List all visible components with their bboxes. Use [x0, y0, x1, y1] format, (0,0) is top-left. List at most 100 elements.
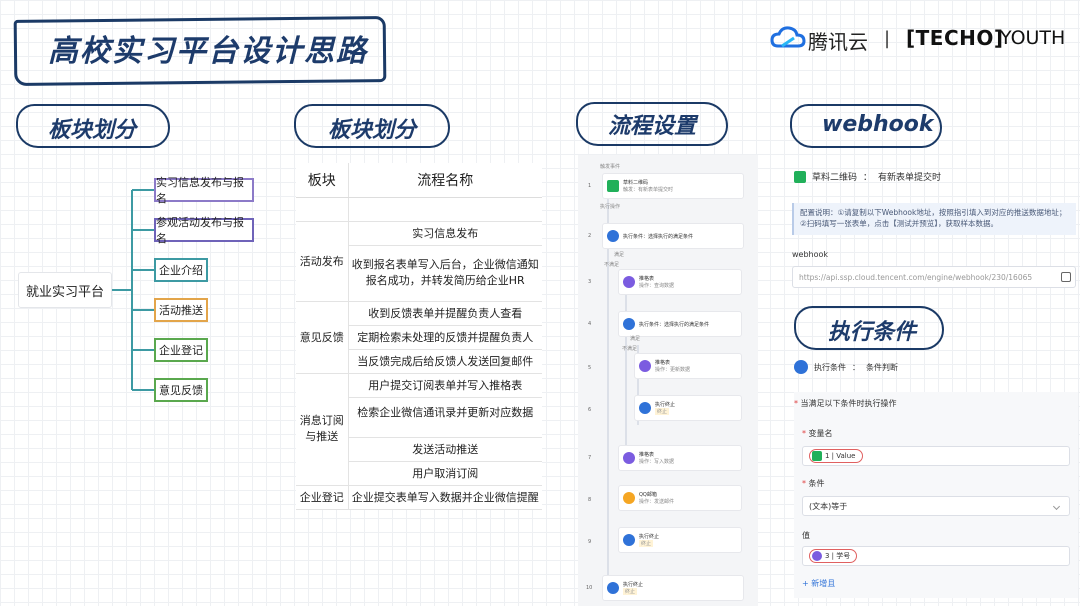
stop-icon: [639, 402, 651, 414]
mindmap-node-internship: 实习信息发布与报名: [154, 176, 254, 205]
table-cell: 检索企业微信通讯录并更新对应数据: [348, 397, 542, 438]
process-table: 板块 流程名称 活动发布 实习信息发布 收到报名表单写入后台，企业微信通知报名成…: [296, 163, 542, 510]
section-frame-3: [576, 102, 728, 146]
flow-step-qq-mail[interactable]: QQ邮箱操作：发送邮件: [618, 485, 742, 511]
condition-icon: [623, 318, 635, 330]
table-cell: 实习信息发布: [348, 221, 542, 246]
webhook-label: webhook: [792, 250, 829, 259]
var-name-field[interactable]: 1 | Value: [802, 446, 1070, 466]
step-number: 5: [588, 365, 592, 371]
value-field[interactable]: 3 | 学号: [802, 546, 1070, 566]
table-cell: 企业提交表单写入数据并企业微信提醒: [348, 485, 542, 510]
mindmap-connectors: [112, 189, 154, 391]
tencent-cloud-icon: [770, 26, 806, 48]
section-title-1: 板块划分: [48, 118, 137, 143]
condition-header: 执行条件 ： 条件判断: [794, 360, 898, 374]
branch-yes: 满足: [630, 336, 641, 342]
section-frame-2: [294, 104, 450, 148]
flow-panel: 触发事件 1 草料二维码触发：有新表单提交时 执行操作 2 执行条件：选择执行的…: [578, 155, 758, 606]
table-cell: 定期检索未处理的反馈并提醒负责人: [348, 325, 542, 350]
webhook-config-info: 配置说明：①请复制以下Webhook地址，按照指引填入到对应的推送数据地址；②扫…: [792, 203, 1076, 235]
youth-logo: YOUTH: [1000, 27, 1066, 49]
techo-logo: [TECHO]: [906, 26, 1004, 50]
table-cell: 用户取消订阅: [348, 461, 542, 486]
condition-rule: * 当满足以下条件时执行操作: [794, 399, 897, 408]
branch-yes: 满足: [614, 252, 625, 258]
table-header-process: 流程名称: [348, 163, 542, 198]
mindmap-node-feedback: 意见反馈: [154, 378, 208, 402]
condition-form: * 当满足以下条件时执行操作 * 变量名 1 | Value * 条件 (文本)…: [794, 392, 1078, 598]
mindmap-node-company-intro: 企业介绍: [154, 258, 208, 282]
step-number: 6: [588, 407, 592, 413]
table-cell-category: 活动发布: [296, 221, 349, 302]
condition-select[interactable]: (文本)等于: [802, 496, 1070, 516]
var-pill[interactable]: 1 | Value: [809, 449, 863, 463]
tencent-cloud-logo: 腾讯云: [808, 30, 868, 54]
table-cell: 收到反馈表单并提醒负责人查看: [348, 301, 542, 326]
qr-code-icon: [812, 451, 822, 461]
table-app-icon: [639, 360, 651, 372]
page-title: 高校实习平台设计思路: [48, 34, 368, 69]
table-cell-category: 企业登记: [296, 485, 349, 510]
value-label: 值: [802, 531, 810, 540]
step-number: 3: [588, 279, 592, 285]
flow-step-condition-2[interactable]: 执行条件：选择执行的满足条件: [618, 311, 742, 337]
step-number: 2: [588, 233, 592, 239]
flow-step-stop[interactable]: 执行终止终止: [634, 395, 742, 421]
branch-no: 不满足: [604, 262, 620, 268]
section-title-5: 执行条件: [828, 320, 917, 345]
mindmap-node-push: 活动推送: [154, 298, 208, 322]
branch-no: 不满足: [622, 346, 638, 352]
flow-exec-label: 执行操作: [600, 204, 621, 210]
section-frame-5: [794, 306, 944, 350]
step-number: 4: [588, 321, 592, 327]
step-number: 9: [588, 539, 592, 545]
flow-step-condition[interactable]: 执行条件：选择执行的满足条件: [602, 223, 744, 249]
stop-icon: [607, 582, 619, 594]
table-cell: 收到报名表单写入后台，企业微信通知报名成功，并转发简历给企业HR: [348, 245, 542, 302]
flow-step-table-query[interactable]: 推格表操作：查询数据: [618, 269, 742, 295]
chevron-down-icon: [1052, 502, 1061, 510]
table-cell: 用户提交订阅表单并写入推格表: [348, 373, 542, 398]
value-pill[interactable]: 3 | 学号: [809, 549, 858, 563]
webhook-url-field[interactable]: https://api.ssp.cloud.tencent.com/engine…: [792, 266, 1076, 288]
step-number: 7: [588, 455, 592, 461]
section-title-2: 板块划分: [328, 118, 417, 143]
mindmap-node-visit: 参观活动发布与报名: [154, 216, 254, 245]
flow-step-stop-2[interactable]: 执行终止终止: [618, 527, 742, 553]
section-frame-4: [790, 104, 942, 148]
mindmap-root: 就业实习平台: [18, 272, 112, 308]
section-title-3: 流程设置: [608, 114, 697, 139]
table-cell-category: 消息订阅与推送: [296, 373, 349, 486]
add-and-button[interactable]: + 新增且: [802, 579, 836, 588]
step-number: 10: [586, 585, 593, 591]
table-app-icon: [623, 276, 635, 288]
table-header-section: 板块: [296, 163, 349, 198]
mindmap-node-register: 企业登记: [154, 338, 208, 362]
qr-code-icon: [607, 180, 619, 192]
stop-icon: [623, 534, 635, 546]
section-title-4: webhook: [822, 112, 934, 137]
flow-trigger-label: 触发事件: [600, 164, 621, 170]
condition-icon: [607, 230, 619, 242]
cond-label: * 条件: [802, 479, 825, 488]
qr-code-icon: [794, 170, 806, 183]
flow-step-table-update[interactable]: 推格表操作：更新数据: [634, 353, 742, 379]
flow-step-stop-3[interactable]: 执行终止终止: [602, 575, 744, 601]
table-cell: 发送活动推送: [348, 437, 542, 462]
table-app-icon: [623, 452, 635, 464]
section-frame-1: [16, 104, 170, 148]
table-cell-category: 意见反馈: [296, 301, 349, 374]
step-number: 1: [588, 183, 592, 189]
var-label: * 变量名: [802, 429, 833, 438]
logo-separator: |: [884, 28, 891, 49]
copy-icon[interactable]: [1061, 272, 1071, 282]
condition-icon: [794, 360, 808, 374]
table-app-icon: [812, 551, 822, 561]
table-cell: 当反馈完成后给反馈人发送回复邮件: [348, 349, 542, 374]
webhook-trigger-header: 草料二维码 ： 有新表单提交时: [794, 170, 941, 183]
flow-step-table-write[interactable]: 推格表操作：写入数据: [618, 445, 742, 471]
mail-icon: [623, 492, 635, 504]
flow-step-qr[interactable]: 草料二维码触发：有新表单提交时: [602, 173, 744, 199]
step-number: 8: [588, 497, 592, 503]
